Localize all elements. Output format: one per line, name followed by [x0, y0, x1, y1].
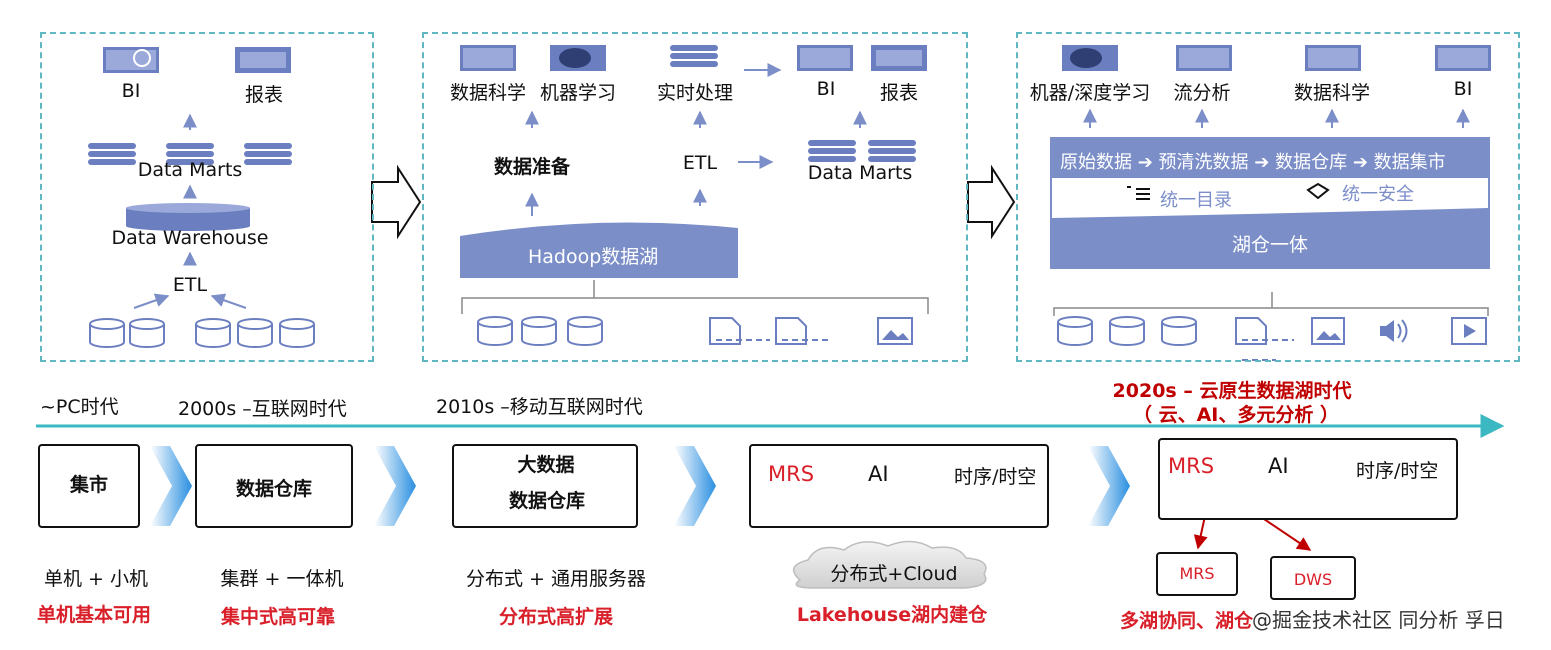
caption-c1-top: 单机 + 小机	[44, 568, 148, 590]
security-label: 统一安全	[1342, 184, 1414, 205]
database-icon	[477, 316, 603, 346]
etl-label: ETL	[172, 274, 208, 296]
realtime-label: 实时处理	[656, 82, 734, 104]
data-warehouse-icon	[126, 203, 250, 231]
era-internet-label: 2000s –互联网时代	[178, 398, 347, 420]
stage-market-box	[38, 444, 140, 528]
caption-c4-cloud: 分布式+Cloud	[830, 563, 958, 585]
caption-c3-bottom: 分布式高扩展	[498, 606, 614, 628]
arrow-right-icon: ➔	[1352, 152, 1374, 173]
bi-icon	[103, 47, 159, 73]
caption-c2-bottom: 集中式高可靠	[220, 606, 336, 628]
watermark-text: @掘金技术社区 同分析 孚日	[1252, 608, 1505, 632]
bi-label: BI	[816, 78, 836, 100]
realtime-icon	[670, 45, 718, 67]
report-label: 报表	[879, 82, 919, 104]
database-icon	[89, 318, 315, 348]
bi-icon	[797, 45, 853, 71]
pipeline-step: 预清洗数据	[1158, 152, 1249, 173]
stage-cloud-box	[1158, 438, 1458, 520]
ai-label: AI	[1268, 454, 1289, 478]
shield-icon	[1306, 182, 1330, 200]
stage-bigdata-box	[452, 444, 638, 528]
machine-learning-label: 机器学习	[539, 82, 617, 104]
sub-dws-label: DWS	[1293, 570, 1333, 589]
panel-lakehouse-era	[1016, 32, 1520, 362]
pipeline-step: 数据仓库	[1275, 152, 1348, 173]
mrs-label: MRS	[768, 462, 815, 486]
document-icon	[709, 317, 830, 345]
data-science-label: 数据科学	[1293, 82, 1371, 104]
stage-lakehouse-box	[749, 444, 1049, 528]
data-marts-label: Data Marts	[807, 162, 913, 184]
data-prep-label: 数据准备	[493, 156, 571, 178]
image-icon	[877, 317, 913, 345]
caption-c2-top: 集群 + 一体机	[220, 568, 344, 590]
brain-icon	[1062, 45, 1118, 71]
report-icon	[871, 45, 927, 71]
image-icon	[1311, 317, 1345, 345]
stage-market-label: 集市	[69, 474, 109, 496]
sub-mrs-box	[1156, 552, 1238, 596]
brain-icon	[550, 45, 606, 71]
era-cloud-label: 2020s – 云原生数据湖时代	[1112, 380, 1352, 402]
data-science-icon	[1305, 45, 1361, 71]
catalog-label: 统一目录	[1160, 190, 1232, 211]
catalog-icon	[1127, 186, 1150, 200]
database-icon	[1057, 316, 1197, 346]
data-science-label: 数据科学	[449, 82, 527, 104]
hadoop-lake	[460, 222, 738, 278]
era-cloud-sublabel: （ 云、AI、多元分析 ）	[1132, 404, 1340, 426]
transition-arrow-icon	[371, 164, 422, 240]
arrow-right-icon: ➔	[1137, 152, 1159, 173]
caption-c3-top: 分布式 + 通用服务器	[466, 568, 646, 590]
bi-label: BI	[121, 80, 141, 102]
data-warehouse-label: Data Warehouse	[111, 227, 269, 249]
report-label: 报表	[244, 84, 284, 106]
hadoop-lake-label: Hadoop数据湖	[528, 246, 659, 268]
pipeline-step: 数据集市	[1373, 152, 1446, 173]
chevron-right-icon	[150, 446, 1130, 526]
etl-label: ETL	[682, 152, 718, 174]
stage-bigdata-sublabel: 数据仓库	[508, 490, 586, 512]
sub-mrs-label: MRS	[1179, 564, 1215, 583]
ml-dl-label: 机器/深度学习	[1029, 82, 1151, 104]
caption-c5-bottom: 多湖协同、湖仓	[1120, 610, 1254, 632]
stage-bigdata-label: 大数据	[517, 454, 575, 476]
transition-arrow-icon	[967, 164, 1016, 240]
timeseries-label: 时序/时空	[954, 466, 1037, 488]
pipeline-step: 原始数据	[1060, 152, 1132, 173]
panel-hadoop-era	[422, 32, 968, 362]
caption-c1-bottom: 单机基本可用	[36, 604, 152, 626]
caption-c4-bottom: Lakehouse湖内建仓	[796, 604, 988, 626]
audio-icon	[1380, 319, 1408, 343]
arrow-right-icon: ➔	[1254, 152, 1276, 173]
mrs-label: MRS	[1168, 454, 1215, 478]
timeseries-label: 时序/时空	[1356, 460, 1439, 482]
data-science-icon	[460, 45, 516, 71]
video-icon	[1451, 317, 1487, 345]
lakehouse-label: 湖仓一体	[1232, 234, 1309, 256]
data-mart-icon	[88, 143, 292, 165]
stream-label: 流分析	[1173, 82, 1231, 104]
stream-icon	[1176, 45, 1232, 71]
era-mobile-label: 2010s –移动互联网时代	[436, 396, 643, 418]
era-pc-label: ~PC时代	[40, 396, 119, 418]
sub-dws-box	[1270, 556, 1356, 600]
stage-warehouse-label: 数据仓库	[235, 478, 313, 500]
ai-label: AI	[868, 462, 889, 486]
pipeline: 原始数据 ➔ 预清洗数据 ➔ 数据仓库 ➔ 数据集市	[1060, 148, 1446, 174]
stage-warehouse-box	[195, 444, 353, 528]
report-icon	[235, 47, 291, 73]
cloud-icon	[792, 540, 987, 589]
data-marts-label: Data Marts	[137, 159, 243, 181]
data-mart-icon	[808, 140, 916, 162]
panel-pc-era	[40, 32, 374, 362]
bi-label: BI	[1453, 78, 1473, 100]
bi-icon	[1435, 45, 1491, 71]
